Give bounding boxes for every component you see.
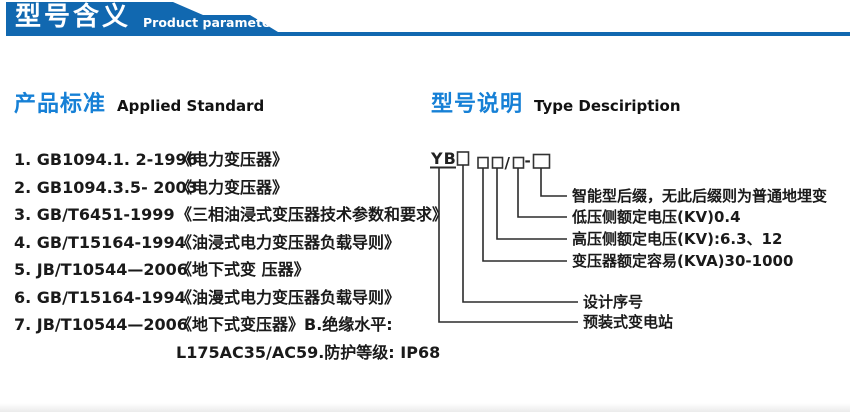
connector-capacity [482,168,567,262]
label-design-serial: 设计序号 [583,293,644,311]
standard-item: 1. GB1094.1. 2-1996 《电力变压器》 [14,146,448,174]
code-box-4 [512,156,525,169]
connector-substation [438,168,578,323]
standard-code: 7. JB/T10544—2006 [14,315,188,334]
standard-item: 4. GB/T15164-1994 《油浸式电力变压器负载导则》 [14,229,448,257]
applied-standard-heading: 产品标准 Applied Standard [14,86,264,118]
applied-standard-title-cn: 产品标准 [14,92,107,117]
connector-lv-voltage [517,168,567,218]
code-box-3 [491,156,504,169]
standard-desc: 《油漫式电力变压器负载导则》 [176,287,401,307]
model-dash-text: - [525,152,531,170]
standard-desc: 《电力变压器》 [176,177,289,197]
standard-desc-line1: 《地下式变压器》B.绝缘水平: [176,315,393,334]
bottom-edge-shade [0,403,850,412]
standard-desc: 《地下式变 压器》 [176,260,310,279]
type-description-heading: 型号说明 Type Desciription [431,86,681,118]
label-smart-suffix: 智能型后缀，无此后缀则为普通地埋变 [572,187,828,205]
model-code-diagram: YB / - [430,149,578,323]
standard-item: 6. GB/T15164-1994 《油漫式电力变压器负载导则》 [14,284,448,312]
model-slash-text: / [505,154,511,172]
standard-item: 2. GB1094.3.5- 2003 《电力变压器》 [14,174,448,202]
standards-list: 1. GB1094.1. 2-1996 《电力变压器》 2. GB1094.3.… [14,146,448,366]
connector-smart-suffix [540,168,567,197]
standard-desc: 《三相油浸式变压器技术参数和要求》 [176,205,449,224]
connector-hv-voltage [496,168,567,240]
standard-desc-line2: L175AC35/AC59.防护等级: IP68 [176,342,441,362]
label-capacity: 变压器额定容易(KVA)30-1000 [572,252,794,270]
label-substation: 预装式变电站 [583,313,674,331]
standard-code: 4. GB/T15164-1994 [14,232,186,252]
standard-desc: 《电力变压器》 [176,150,289,169]
label-lv-voltage: 低压侧额定电压(KV)0.4 [572,208,741,226]
code-box-2 [477,156,489,169]
connector-design-serial [462,165,578,303]
standard-code: 2. GB1094.3.5- 2003 [14,177,198,197]
standard-item: 3. GB/T6451-1999 《三相油浸式变压器技术参数和要求》 [14,201,448,229]
standard-code: 1. GB1094.1. 2-1996 [14,150,198,169]
type-description-title-cn: 型号说明 [431,92,524,117]
applied-standard-title-en: Applied Standard [117,97,265,115]
code-box-1 [456,151,470,166]
page-title: 型号含义 [15,2,132,32]
standard-code: 6. GB/T15164-1994 [14,287,186,307]
model-prefix-text: YB [430,149,457,168]
standard-desc: 《地下式变压器》B.绝缘水平: L175AC35/AC59.防护等级: IP68 [176,311,440,366]
standard-code: 3. GB/T6451-1999 [14,205,175,224]
type-description-title-en: Type Desciription [534,97,681,115]
standard-desc: 《油浸式电力变压器负载导则》 [176,232,401,252]
label-hv-voltage: 高压侧额定电压(KV):6.3、12 [572,230,783,248]
code-box-5 [532,153,551,169]
standard-item: 7. JB/T10544—2006 《地下式变压器》B.绝缘水平: L175AC… [14,311,448,366]
standard-code: 5. JB/T10544—2006 [14,260,188,279]
page-subtitle: Product parameters [143,15,285,30]
standard-item: 5. JB/T10544—2006 《地下式变 压器》 [14,256,448,284]
